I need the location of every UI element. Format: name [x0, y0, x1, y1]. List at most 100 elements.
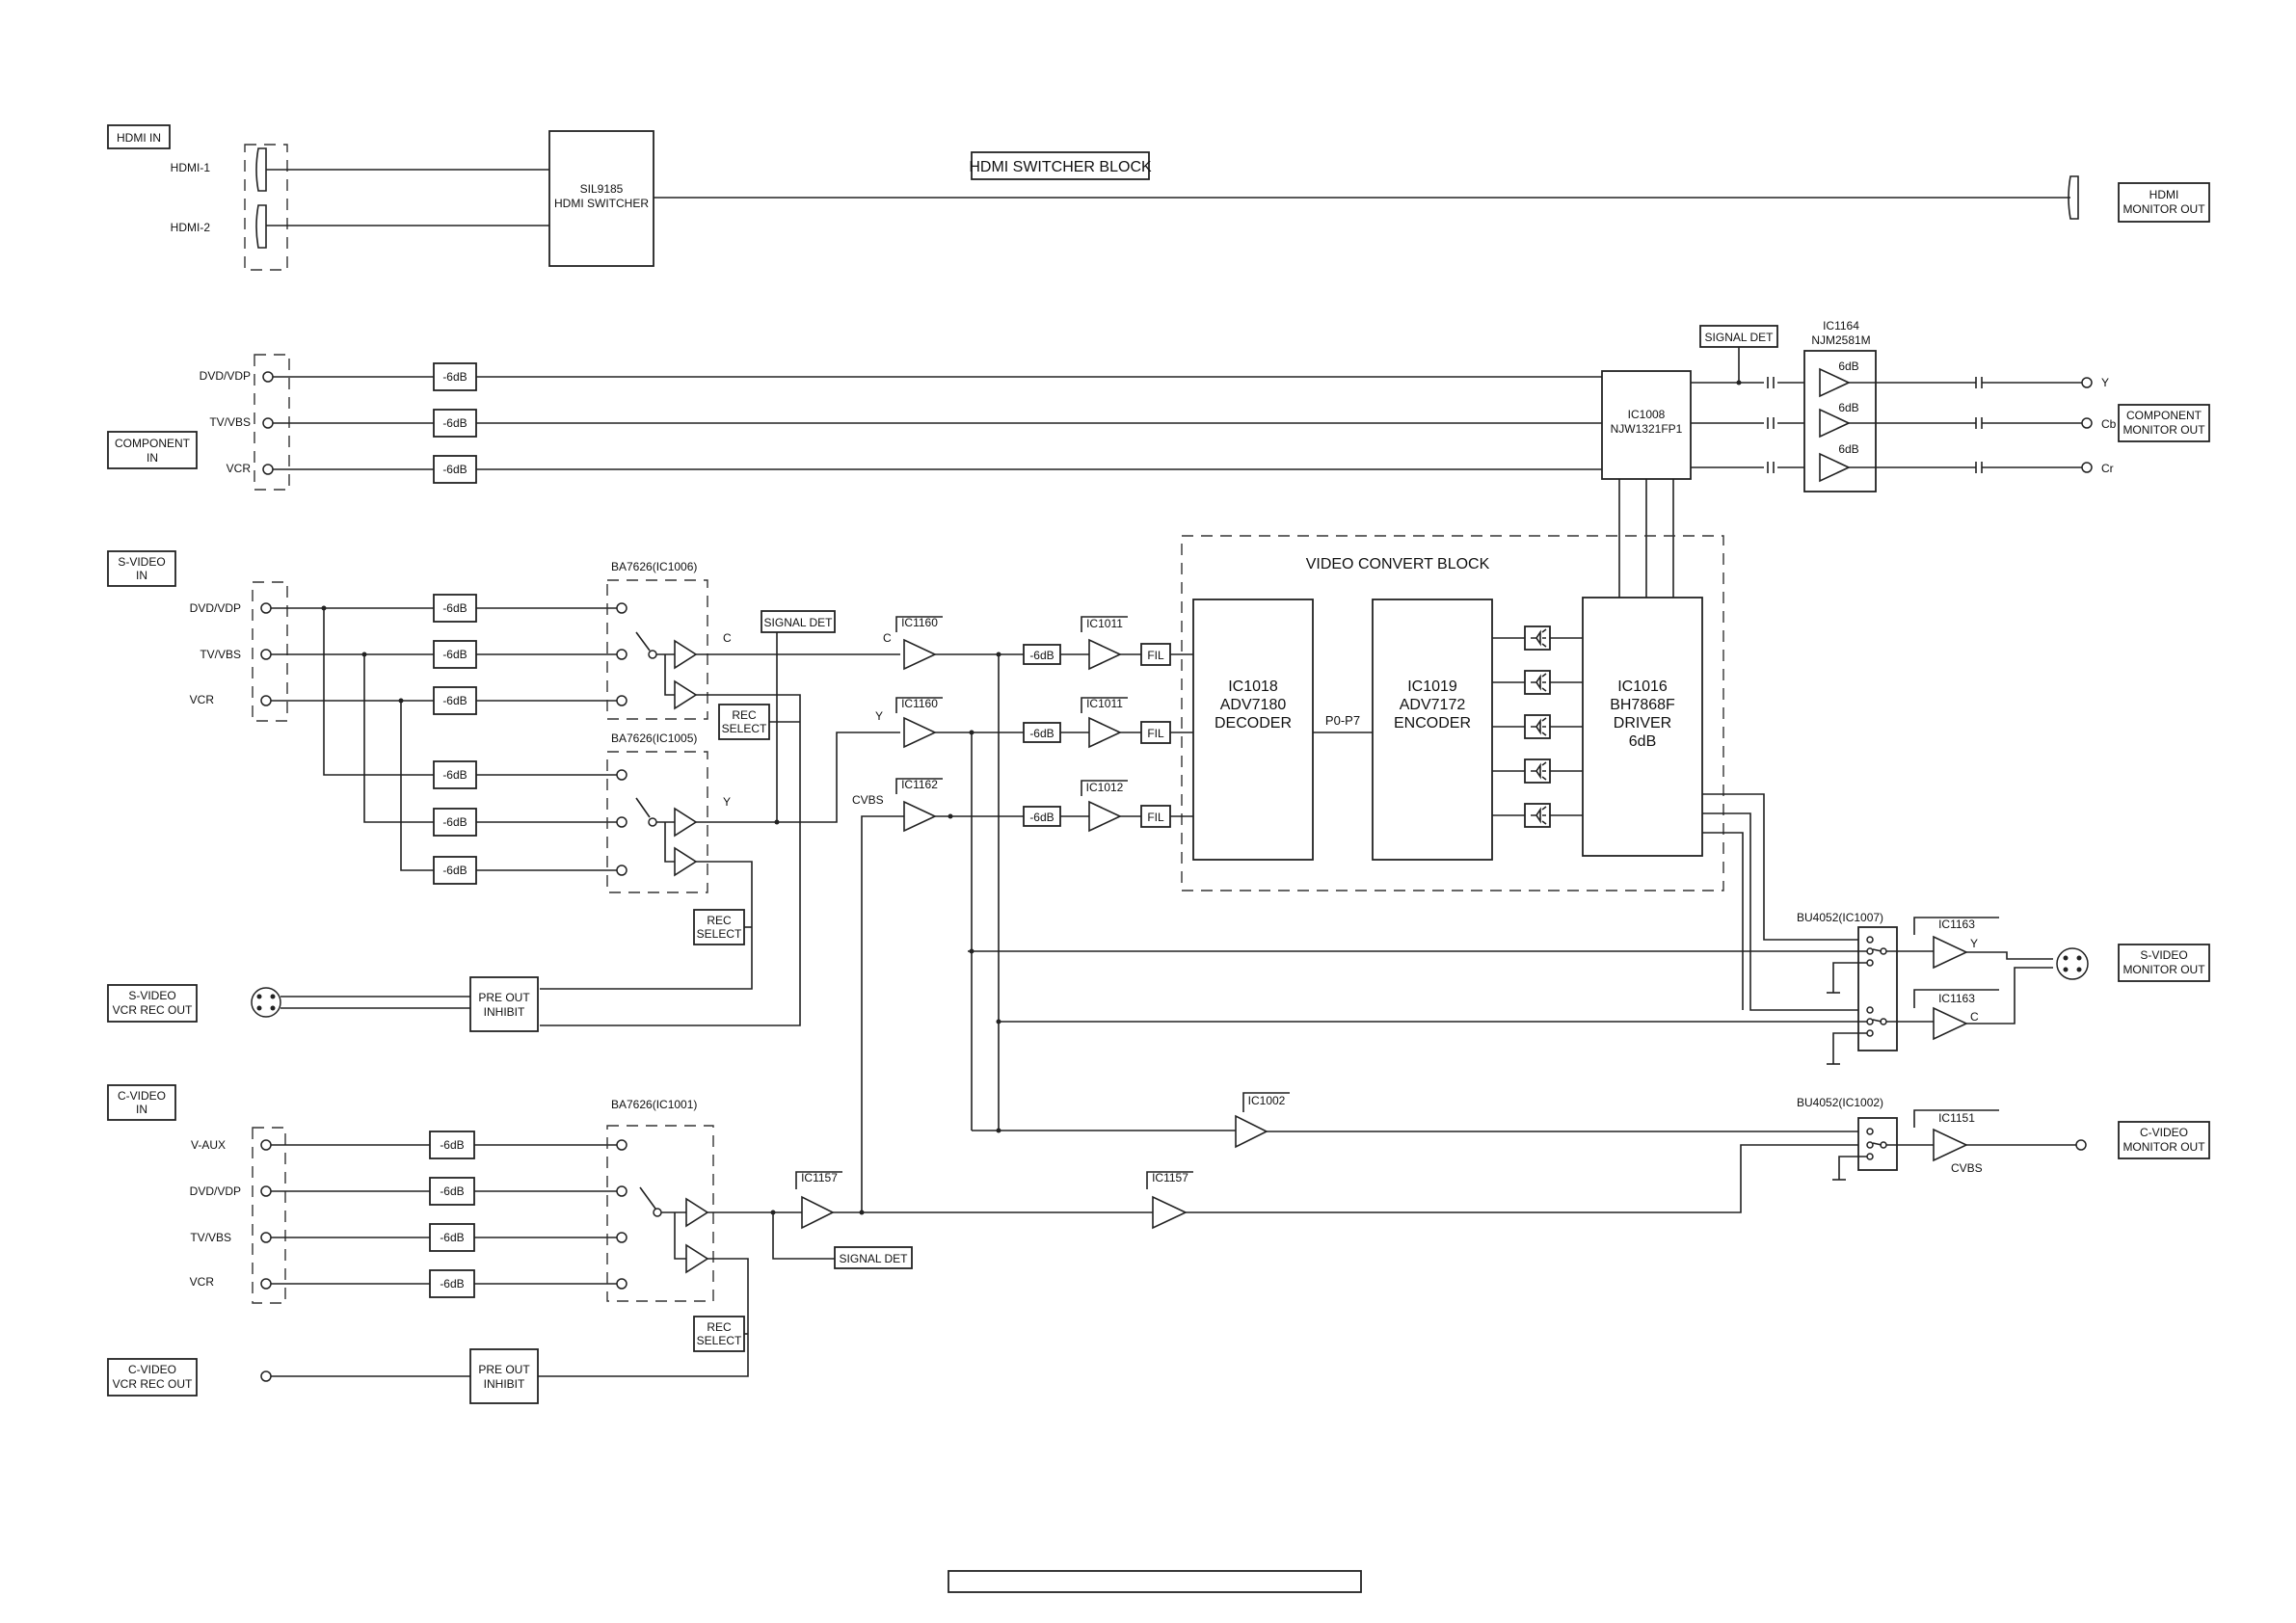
component-atten-tv-label: -6dB [442, 416, 467, 430]
component-jack-dvd-icon [262, 371, 274, 383]
video-convert-title: VIDEO CONVERT BLOCK [1306, 556, 1490, 572]
cvideo-signal-det-box [834, 1246, 913, 1269]
ic1006-switch-arm [635, 631, 651, 652]
ic1001-amp-icon [685, 1197, 709, 1228]
svideo-rec-select-1-line1: REC [732, 708, 757, 722]
amp-y-ref: IC1160 [901, 697, 938, 710]
encoder-output-filters [1492, 625, 1583, 828]
svideo-input-tv: TV/VBS [200, 648, 241, 661]
cvideo-amp-mid-ref: IC1002 [1248, 1094, 1286, 1107]
ic1164-amp-cr-icon [1819, 452, 1851, 483]
svideo-switch-c-label: BA7626(IC1006) [611, 560, 697, 573]
convert-atten-label: -6dB [1029, 649, 1054, 662]
ic1005-amp-icon [674, 807, 698, 838]
amp-y-label: Y [875, 709, 883, 723]
hdmi-1-connector-icon [255, 147, 267, 192]
svideo-out-connector-icon [2056, 947, 2089, 980]
svideo-atten-label: -6dB [442, 694, 467, 707]
svideo-rec-out-connector-icon [251, 987, 281, 1018]
ic1006-amp2-icon [674, 679, 698, 710]
hdmi-out-connector-icon [2068, 175, 2079, 220]
ic1164-gain-y: 6dB [1838, 359, 1858, 373]
svideo-rec-out-line1: S-VIDEO [128, 989, 175, 1002]
component-input-tv: TV/VBS [209, 415, 251, 429]
svideo-pre-out-line2: INHIBIT [484, 1005, 525, 1019]
encoder-chip [1372, 599, 1493, 861]
ic1164-gain-cr: 6dB [1838, 442, 1858, 456]
svideo-y-signal: Y [723, 795, 731, 809]
ic1006-switch [606, 579, 708, 720]
cvideo-jack-tv-icon [260, 1232, 272, 1243]
component-in-box [107, 431, 198, 469]
svideo-rec-out-line2: VCR REC OUT [113, 1003, 193, 1017]
filter-label: FIL [1147, 727, 1164, 740]
cvideo-input-dvd: DVD/VDP [190, 1184, 241, 1198]
driver-part: BH7868F [1610, 697, 1675, 713]
svideo-atten-y-tv [433, 808, 477, 837]
component-jack-group [254, 354, 290, 491]
svideo-amp-c-ref: IC1163 [1938, 992, 1975, 1005]
cvideo-amp-mid-icon [1235, 1114, 1268, 1149]
svideo-atten-label: -6dB [442, 768, 467, 782]
convert-atten-label: -6dB [1029, 811, 1054, 824]
hdmi-switcher-chip [548, 130, 654, 267]
component-input-vcr: VCR [227, 462, 252, 475]
driver-gain: 6dB [1629, 733, 1656, 750]
hdmi-switcher-part: SIL9185 [580, 182, 624, 196]
encoder-ref: IC1019 [1407, 678, 1457, 695]
svideo-switch-y-label: BA7626(IC1005) [611, 732, 697, 745]
cvideo-pre-out-inhibit [469, 1348, 539, 1404]
hdmi-block-title: HDMI SWITCHER BLOCK [969, 159, 1152, 175]
ic1164-amp-cb-icon [1819, 408, 1851, 439]
hdmi-monitor-out-line2: MONITOR OUT [2122, 202, 2205, 216]
cvideo-atten-tv [429, 1223, 475, 1252]
svideo-c-signal: C [723, 631, 732, 645]
hdmi-monitor-out-box [2118, 182, 2210, 223]
component-jack-vcr-icon [262, 464, 274, 475]
cvideo-atten-label: -6dB [440, 1138, 464, 1152]
cvideo-atten-label: -6dB [440, 1184, 464, 1198]
component-out-y-jack-icon [2081, 377, 2093, 388]
component-monitor-out-line1: COMPONENT [2126, 409, 2203, 422]
cvideo-atten-label: -6dB [440, 1277, 464, 1290]
cvideo-monitor-out-box [2118, 1121, 2210, 1159]
amp-c-label: C [883, 631, 892, 645]
cvideo-amp1-ref: IC1157 [801, 1171, 838, 1184]
svideo-signal-det-box [761, 610, 836, 633]
cvideo-amp2-icon [1152, 1195, 1188, 1230]
cvideo-out-amp-ref: IC1151 [1938, 1111, 1975, 1125]
svideo-pre-out-inhibit [469, 976, 539, 1032]
decoder-name: DECODER [1215, 715, 1292, 732]
svideo-rec-select-1-line2: SELECT [722, 722, 767, 735]
svideo-atten-label: -6dB [442, 815, 467, 829]
component-jack-tv-icon [262, 417, 274, 429]
decoder-part: ADV7180 [1220, 697, 1287, 713]
convert-atten-label: -6dB [1029, 727, 1054, 740]
amp-cvbs-icon [903, 800, 937, 833]
buffer-c-ref: IC1011 [1086, 617, 1123, 630]
ic1001-amp2-icon [685, 1243, 709, 1274]
component-atten-dvd [433, 362, 477, 391]
cvideo-pre-out-line2: INHIBIT [484, 1377, 525, 1391]
cvideo-rec-select-line2: SELECT [697, 1334, 742, 1347]
svideo-amp-c-icon [1933, 1006, 1968, 1041]
buffer-c-icon [1088, 638, 1122, 671]
cvideo-atten-label: -6dB [440, 1231, 464, 1244]
ic1001-switch [606, 1125, 714, 1302]
hdmi-in-label: HDMI IN [117, 131, 161, 145]
hdmi-in-label-box [107, 124, 171, 149]
cvideo-rec-out-line2: VCR REC OUT [113, 1377, 193, 1391]
cvideo-jack-aux-icon [260, 1139, 272, 1151]
svideo-jack-dvd-icon [260, 602, 272, 614]
cvideo-amp2-ref: IC1157 [1152, 1171, 1188, 1184]
svideo-atten-y-vcr [433, 856, 477, 885]
svideo-mux-label: BU4052(IC1007) [1797, 911, 1883, 924]
svideo-jack-tv-icon [260, 649, 272, 660]
ic1164-ref: IC1164 [1823, 319, 1859, 333]
svideo-atten-label: -6dB [442, 864, 467, 877]
cvideo-section: C-VIDEO IN V-AUX DVD/VDP TV/VBS VCR -6dB… [107, 815, 2210, 1404]
svideo-rec-select-2 [693, 909, 745, 945]
svideo-rec-select-2-line2: SELECT [697, 927, 742, 941]
hdmi-input-2: HDMI-2 [171, 221, 211, 234]
svideo-rec-select-2-line1: REC [707, 914, 732, 927]
